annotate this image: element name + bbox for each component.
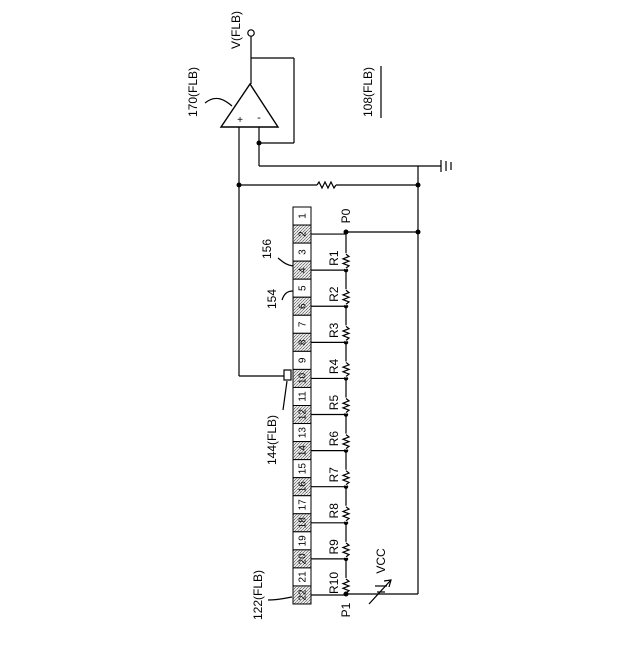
strip-cell-number: 12 (298, 409, 309, 421)
tap-reference-label: 144(FLB) (265, 415, 279, 465)
strip-cell-number: 1 (298, 213, 309, 219)
strip-cell-number: 22 (298, 589, 309, 601)
resistor-label: R6 (327, 431, 341, 447)
op-amp-plus-label: + (237, 115, 243, 126)
strip-cell-number: 8 (298, 339, 309, 345)
return-bus (346, 166, 421, 594)
feedback-resistor (237, 182, 421, 188)
ref-156-leader (278, 258, 293, 266)
p0-label: P0 (339, 208, 353, 223)
strip-cell: 2 (293, 225, 311, 243)
ref-154-label: 154 (265, 289, 279, 309)
strip-cell-number: 17 (298, 499, 309, 511)
strip-cell-number: 11 (298, 391, 309, 402)
strip-cell: 10 (293, 369, 311, 387)
strip-cell-number: 4 (298, 267, 309, 273)
strip-cell-number: 20 (298, 553, 309, 565)
strip-reference-label: 122(FLB) (251, 570, 265, 620)
amp-leader-line (205, 98, 232, 106)
strip-cell: 3 (293, 243, 311, 261)
resistor-label: R5 (327, 395, 341, 411)
strip-cell-number: 5 (298, 285, 309, 291)
strip-cell: 22 (293, 586, 311, 604)
strip-cell: 7 (293, 315, 311, 333)
strip-cell-number: 21 (298, 571, 309, 583)
vcc-source (369, 580, 391, 604)
strip-cell-number: 15 (298, 463, 309, 475)
strip-cell-number: 7 (298, 321, 309, 327)
strip-cell: 15 (293, 460, 311, 478)
strip-cell: 18 (293, 514, 311, 532)
output-voltage-label: V(FLB) (229, 11, 243, 49)
strip-cell: 14 (293, 442, 311, 460)
strip-reference-leader (268, 597, 292, 600)
tap-reference-leader (283, 381, 287, 410)
resistor-label: R3 (327, 322, 341, 338)
resistor-label: R8 (327, 503, 341, 519)
strip-cell: 21 (293, 568, 311, 586)
strip-cell-number: 9 (298, 357, 309, 363)
tap-point (239, 370, 291, 380)
p1-label: P1 (339, 602, 353, 617)
strip-cell: 4 (293, 261, 311, 279)
p0-node (344, 230, 349, 235)
ground-symbol (441, 160, 451, 172)
strip-cell: 13 (293, 424, 311, 442)
strip-cell: 20 (293, 550, 311, 568)
strip-cell: 12 (293, 406, 311, 424)
resistor-label: R2 (327, 286, 341, 302)
resistor-label: R9 (327, 539, 341, 555)
output-terminal (248, 30, 254, 84)
op-amp-minus-label: - (257, 112, 261, 124)
strip-cell-number: 3 (298, 249, 309, 255)
resistor-label: R4 (327, 358, 341, 374)
ref-154-leader (282, 291, 293, 300)
strip-cell: 17 (293, 496, 311, 514)
strip-cell-number: 10 (298, 372, 309, 384)
strip-cell-number: 2 (298, 231, 309, 237)
strip-cell-number: 14 (298, 445, 309, 457)
strip-cell-number: 13 (298, 427, 309, 439)
strip-cell: 8 (293, 333, 311, 351)
strip-cell: 19 (293, 532, 311, 550)
strip-cell-number: 6 (298, 303, 309, 309)
strip-cell: 6 (293, 297, 311, 315)
resistor-label: R1 (327, 250, 341, 266)
strip-cell: 11 (293, 387, 311, 405)
amp-reference-label: 170(FLB) (186, 67, 200, 117)
strip-cell: 9 (293, 351, 311, 369)
strip-cell-number: 16 (298, 481, 309, 493)
strip-cell: 16 (293, 478, 311, 496)
vcc-label: VCC (374, 548, 388, 574)
resistor-ladder: R1R2R3R4R5R6R7R8R9R10 (311, 232, 349, 595)
ref-156-label: 156 (260, 239, 274, 259)
strip-cell: 5 (293, 279, 311, 297)
strip-cell-number: 18 (298, 517, 309, 529)
strip-cell: 1 (293, 207, 311, 225)
p1-node (344, 592, 349, 597)
block-reference-label: 108(FLB) (361, 67, 375, 117)
strip-cell-number: 19 (298, 535, 309, 547)
resistor-label: R10 (327, 572, 341, 594)
terminal-strip: 12345678910111213141516171819202122 (293, 207, 311, 604)
resistor-label: R7 (327, 467, 341, 483)
